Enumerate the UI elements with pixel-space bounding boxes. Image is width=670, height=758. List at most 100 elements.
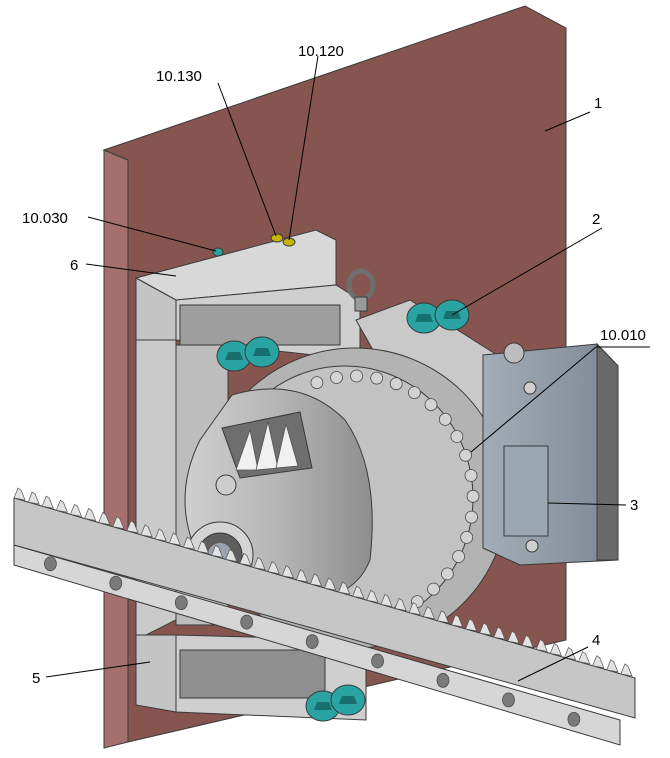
flange-bolt [452, 550, 466, 563]
eye-bolt [346, 268, 376, 312]
rack-tooth [84, 507, 97, 521]
flange-bolt [310, 376, 324, 390]
flange-bolt [407, 386, 421, 400]
flange-bolt [350, 369, 364, 383]
sealing-plugs [270, 233, 296, 247]
grease-nipple [212, 247, 224, 257]
rack-tooth [69, 503, 83, 517]
rack-tooth [41, 495, 54, 509]
leader-4 [517, 646, 589, 682]
leader-10-010b [470, 346, 597, 453]
rack-tooth [239, 552, 252, 566]
pinion-teeth [235, 421, 299, 471]
rack-tooth [309, 573, 323, 587]
leader-1 [544, 111, 591, 132]
rack-tooth [112, 516, 125, 530]
rack-tooth [549, 642, 562, 656]
rack-hole [174, 595, 188, 611]
rack-tooth [352, 585, 365, 599]
rack-tooth [27, 491, 40, 505]
rack-hole [109, 575, 123, 591]
leader-5 [45, 661, 151, 678]
rack-tooth [479, 622, 492, 636]
upper-bracket [134, 229, 361, 641]
motor-endcap [596, 342, 619, 561]
flange-bolt [440, 567, 454, 581]
rack-hole [567, 711, 581, 727]
lower-bracket-window [179, 649, 326, 699]
plate-side-face [103, 149, 129, 749]
rack-tooth [196, 540, 210, 554]
rack-hole [44, 556, 57, 572]
motor-screw-lower [525, 539, 539, 553]
leader-3 [547, 502, 627, 506]
rack-tooth [521, 634, 534, 648]
cap-screw [216, 340, 252, 372]
plug-10-130 [270, 233, 284, 243]
rack-tooth [324, 577, 337, 591]
callout-rack: 4 [592, 632, 600, 649]
motor [482, 342, 619, 566]
rack-tooth [422, 606, 435, 620]
callout-plug-a: 10.120 [298, 43, 344, 60]
flange-bolt [389, 377, 403, 391]
rack-tooth [182, 536, 195, 550]
leader-10-030 [87, 216, 217, 252]
rack-holes [44, 556, 581, 727]
rack-tooth [98, 512, 111, 526]
leader-10-120 [288, 55, 319, 241]
rack-tooth [126, 520, 139, 534]
flange-bolt [370, 371, 384, 385]
side-knob [215, 474, 237, 496]
motor-fins [503, 445, 549, 537]
callout-plug-b: 10.130 [156, 68, 202, 85]
motor-top-plug [503, 342, 525, 364]
rack-tooth [55, 499, 68, 513]
leader-2 [451, 227, 603, 316]
rack-tooth [394, 597, 407, 611]
rack-tooth [253, 557, 266, 571]
cap-screw [244, 336, 280, 368]
callout-bolts-top: 2 [592, 211, 600, 228]
callout-motor: 3 [630, 497, 638, 514]
rack-tooth [295, 569, 308, 583]
rack-tooth [620, 663, 633, 677]
callout-bracket-top: 6 [70, 257, 78, 274]
rack-tooth [380, 593, 393, 607]
rack-tooth [493, 626, 506, 640]
flange-bolt [450, 430, 464, 443]
callout-labels: 1 2 3 4 5 6 10.010 10.030 10.120 10.130 [22, 43, 646, 687]
rack-hole [371, 653, 384, 669]
rack-hole [305, 634, 319, 649]
rack-hole [436, 673, 450, 688]
gear-rack [13, 487, 636, 746]
motor-screw-upper [523, 381, 537, 395]
rack-tooth [592, 655, 605, 669]
rack-tooth [578, 651, 591, 665]
rack-hole [240, 614, 254, 630]
rack-tooth [13, 487, 26, 501]
flange-bolt [465, 510, 478, 524]
rack-tooth [140, 524, 153, 538]
flange-bolt [464, 469, 478, 482]
rack-tooth [225, 548, 238, 562]
rack-tooth [465, 618, 478, 632]
rack-tooth [606, 659, 619, 673]
cap-screws-bottom [305, 684, 366, 722]
callout-gearbox: 10.010 [600, 327, 646, 344]
flange-bolt [438, 412, 452, 426]
rack-tooth [436, 610, 450, 624]
rack-tooth [168, 532, 181, 546]
rack-tooth [281, 565, 294, 579]
rack-tooth [267, 561, 280, 575]
flange-bolt [460, 531, 474, 544]
callout-plate: 1 [594, 95, 602, 112]
leader-lines [45, 55, 650, 682]
rack-tooth [211, 544, 224, 558]
rack-tooth [154, 528, 167, 542]
lower-bracket-front [135, 634, 177, 713]
flange-bolt [427, 582, 440, 596]
flange-bolt [466, 489, 480, 503]
